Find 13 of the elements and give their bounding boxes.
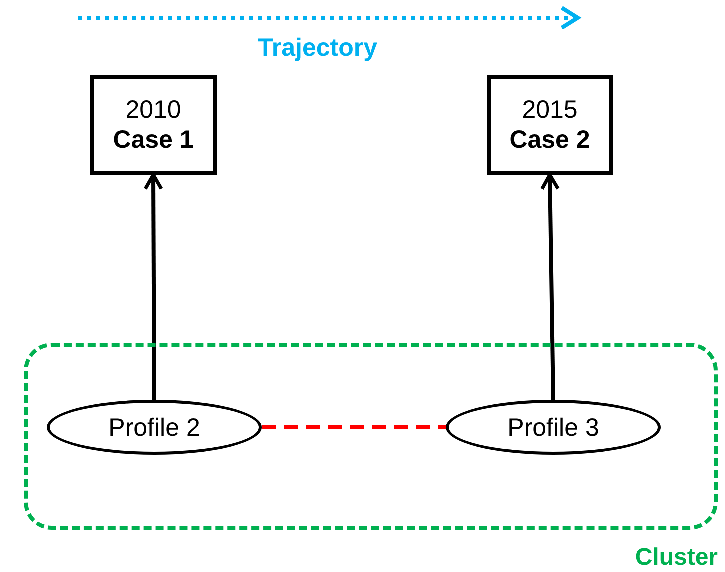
node-label: Case 2 <box>510 125 590 155</box>
connector-line <box>262 426 446 430</box>
year-text: 2015 <box>522 95 578 125</box>
node-label: Profile 3 <box>508 412 600 442</box>
trajectory-label: Trajectory <box>258 34 378 63</box>
year-text: 2010 <box>126 95 182 125</box>
cluster-label: Cluster <box>635 544 718 572</box>
arrow <box>144 173 164 400</box>
arrow <box>540 173 560 400</box>
case-box <box>90 75 217 175</box>
node-label: Case 1 <box>113 125 194 155</box>
case-box <box>487 75 613 175</box>
node-label: Profile 2 <box>108 412 200 442</box>
